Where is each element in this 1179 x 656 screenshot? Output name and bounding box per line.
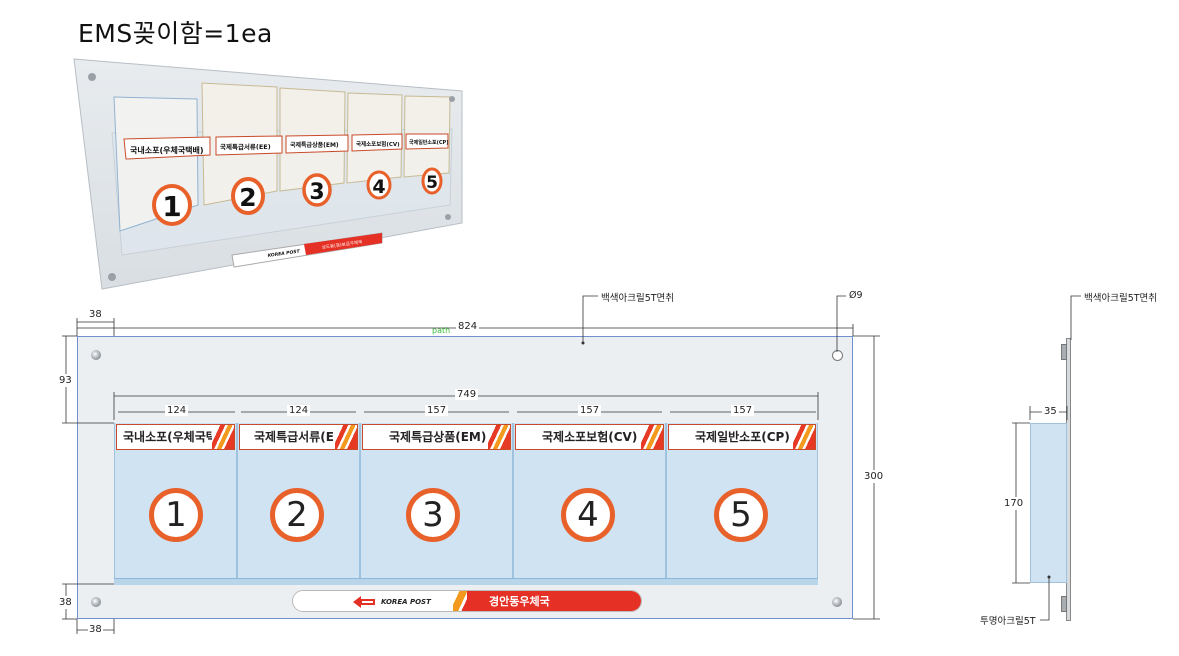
photo-label-3: 국제특급상품(EM) <box>290 141 339 149</box>
photo-screw-icon <box>445 214 451 220</box>
dim-overall-width: 824 <box>456 321 480 332</box>
pocket-label-5: 국제일반소포(CP) <box>668 424 816 450</box>
screw-icon <box>832 597 842 607</box>
path-tag: path <box>432 326 451 335</box>
dim-pocket-3: 157 <box>425 405 449 416</box>
dim-pocket-2: 124 <box>287 405 311 416</box>
dim-top-offset: 93 <box>59 374 72 387</box>
pocket-number-5: 5 <box>714 488 768 542</box>
pocket-number-4: 4 <box>561 488 615 542</box>
post-office-name: 경안동우체국 <box>489 595 550 608</box>
note-side-material: 백색아크릴5T면취 <box>1084 293 1158 304</box>
pocket-label-3: 국제특급상품(EM) <box>362 424 511 450</box>
pocket-number-3: 3 <box>406 488 460 542</box>
dim-pocket-4: 157 <box>578 405 602 416</box>
photo-label-5: 국제일반소포(CP) <box>409 139 449 146</box>
photo-screw-icon <box>88 73 96 81</box>
dim-side-height: 170 <box>1004 497 1024 510</box>
product-photo: 국내소포(우체국택배) 국제특급서류(EE) 국제특급상품(EM) 국제소포보험… <box>73 58 463 290</box>
dim-pocket-5: 157 <box>731 405 755 416</box>
pocket-label-text: 국내소포(우체국택배) <box>123 430 234 444</box>
note-hole: Ø9 <box>849 290 863 301</box>
dim-pocket-1: 124 <box>165 405 189 416</box>
mounting-hole <box>832 350 843 361</box>
dim-left-margin-bottom: 38 <box>88 624 103 635</box>
stripe-icon <box>488 425 510 449</box>
photo-number-2: 2 <box>239 183 256 212</box>
banner-red-band <box>467 591 641 611</box>
photo-number-1: 1 <box>162 190 181 223</box>
stripe-icon <box>335 425 357 449</box>
note-pocket-material: 투명아크릴5T <box>980 616 1036 627</box>
side-screw <box>1061 596 1067 612</box>
side-pocket <box>1030 423 1067 583</box>
photo-number-4: 4 <box>372 176 385 198</box>
korea-post-banner: KOREA POST 경안동우체국 <box>292 590 642 612</box>
pocket-label-text: 국제특급서류(EE) <box>254 430 348 444</box>
pocket-number-1: 1 <box>149 488 203 542</box>
page-title: EMS꽂이함=1ea <box>78 19 273 48</box>
korea-post-text: KOREA POST <box>381 598 431 606</box>
stripe-icon <box>793 425 815 449</box>
note-front-material: 백색아크릴5T면취 <box>601 293 675 304</box>
dim-left-margin-top: 38 <box>88 309 103 320</box>
pocket-label-text: 국제소포보험(CV) <box>542 430 638 444</box>
pocket-label-2: 국제특급서류(EE) <box>239 424 358 450</box>
pocket-number-2: 2 <box>270 488 324 542</box>
photo-number-3: 3 <box>309 180 324 205</box>
screw-icon <box>91 597 101 607</box>
dim-overall-height: 300 <box>864 470 884 483</box>
photo-label-2: 국제특급서류(EE) <box>220 142 271 151</box>
dim-bottom-offset: 38 <box>59 596 72 609</box>
dim-inner-width: 749 <box>455 389 479 400</box>
pocket-base <box>114 578 818 585</box>
pocket-label-4: 국제소포보험(CV) <box>515 424 664 450</box>
pocket-label-text: 국제일반소포(CP) <box>695 430 790 444</box>
photo-label-1: 국내소포(우체국택배) <box>130 145 204 155</box>
stripe-icon <box>641 425 663 449</box>
dim-side-depth: 35 <box>1042 406 1059 417</box>
stripe-icon <box>212 425 234 449</box>
pocket-label-text: 국제특급상품(EM) <box>389 430 487 444</box>
korea-post-logo-icon <box>353 596 375 608</box>
photo-screw-icon <box>108 273 116 281</box>
side-screw <box>1061 344 1067 360</box>
screw-icon <box>91 350 101 360</box>
pocket-label-1: 국내소포(우체국택배) <box>116 424 235 450</box>
photo-screw-icon <box>449 96 455 102</box>
photo-number-5: 5 <box>426 173 438 193</box>
photo-label-4: 국제소포보험(CV) <box>356 140 400 148</box>
photo-brand: KOREA POST <box>267 248 300 259</box>
